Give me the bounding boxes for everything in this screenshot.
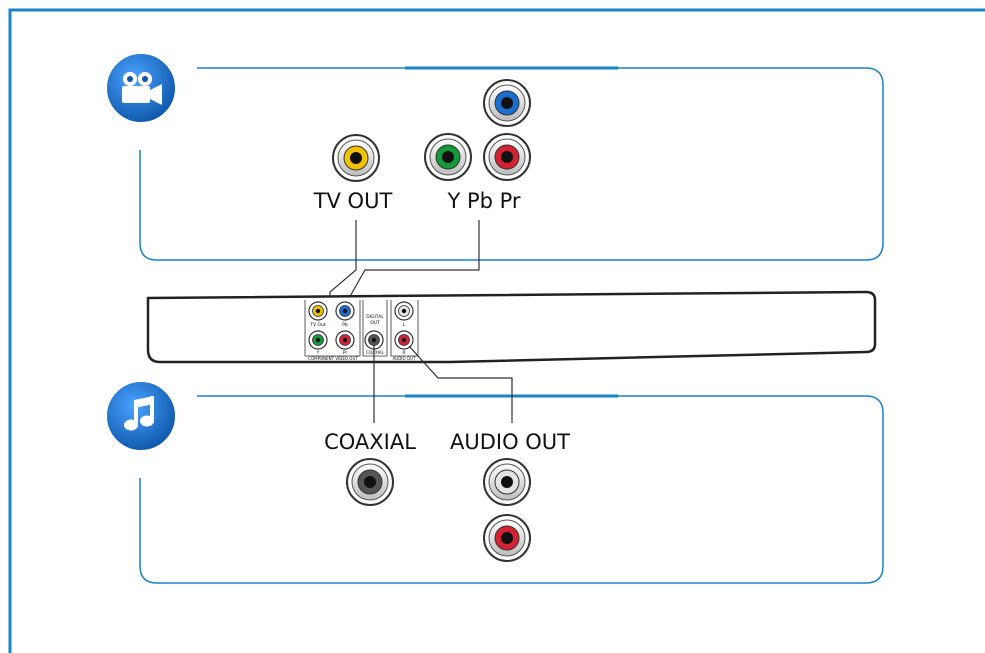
panel-label-tv-out: TV Out — [309, 322, 326, 328]
panel-label-y: Y — [316, 350, 320, 356]
audio-group-bracket — [390, 300, 419, 357]
panel-coaxial-jack — [364, 330, 384, 350]
panel-audio-l-jack — [394, 301, 414, 321]
panel-y-jack — [308, 330, 328, 350]
panel-audio-r-jack — [394, 330, 414, 350]
pb-jack — [483, 79, 531, 127]
video-camera-icon — [105, 52, 177, 124]
page-frame — [8, 8, 985, 653]
component-label: Y Pb Pr — [446, 189, 520, 213]
tv-out-label: TV OUT — [313, 189, 393, 213]
panel-label-component-video-out: COMPONENT VIDEO OUT — [308, 356, 358, 361]
coaxial-label: COAXIAL — [324, 430, 416, 454]
digital-group-bracket — [362, 300, 388, 357]
component-cable-line — [347, 220, 480, 301]
audio-section-box — [139, 395, 884, 584]
tv-out-jack — [332, 134, 380, 182]
panel-label-pr: Pr — [343, 350, 348, 356]
audio-cable-line — [408, 345, 513, 423]
panel-label-l: L — [403, 322, 406, 328]
panel-label-out: OUT — [370, 320, 380, 326]
component-group-bracket — [304, 300, 361, 357]
music-note-icon — [105, 380, 177, 452]
panel-label-pb: Pb — [342, 322, 348, 328]
panel-pr-jack — [335, 330, 355, 350]
panel-label-r: R — [402, 350, 405, 356]
player-back-panel — [146, 290, 877, 364]
panel-label-coaxial: COAXIAL — [366, 350, 384, 355]
panel-label-digital: DIGITAL — [366, 314, 384, 320]
audio-l-jack — [483, 458, 531, 506]
coaxial-jack — [346, 458, 394, 506]
audio-r-jack — [483, 514, 531, 562]
audio-out-label: AUDIO OUT — [450, 430, 570, 454]
video-section-box — [139, 67, 884, 261]
panel-label-audio-out: AUDIO OUT — [393, 356, 416, 361]
y-jack — [424, 133, 472, 181]
panel-pb-jack — [335, 301, 355, 321]
pr-jack — [483, 133, 531, 181]
panel-tv-out-jack — [308, 301, 328, 321]
